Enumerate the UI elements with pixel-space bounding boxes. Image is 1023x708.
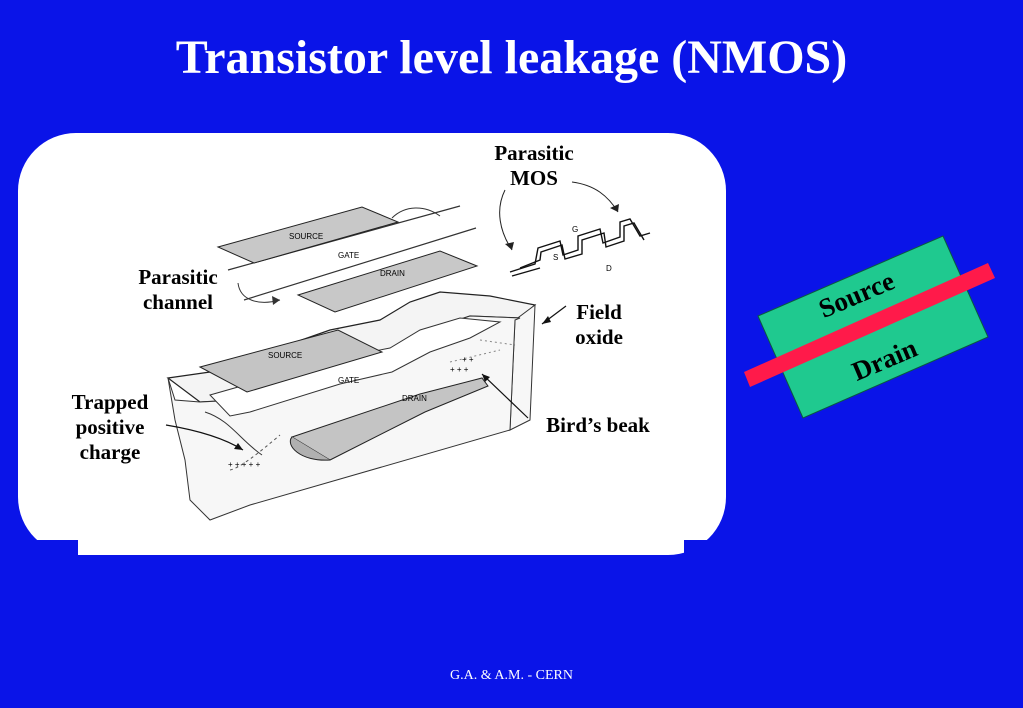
slide-footer: G.A. & A.M. - CERN <box>450 668 573 683</box>
gate-strip <box>744 263 995 387</box>
svg-text:+ + + + +: + + + + + <box>228 460 261 469</box>
parasitic-channel-label-2: channel <box>143 290 213 314</box>
top-source-label: SOURCE <box>289 232 323 241</box>
parasitic-mos-label-2: MOS <box>510 166 558 190</box>
mos-drain-letter: D <box>606 264 612 273</box>
cross-source-label: SOURCE <box>268 351 302 360</box>
panel-corner <box>18 540 78 558</box>
top-drain-region <box>296 250 479 313</box>
top-source-region <box>216 206 400 264</box>
mos-gate-letter: G <box>572 225 578 234</box>
top-gate-label: GATE <box>338 251 359 260</box>
panel-corner <box>684 540 744 558</box>
field-oxide-label-1: Field <box>576 300 622 324</box>
svg-text:+ + +: + + + <box>450 365 469 374</box>
cross-drain-label: DRAIN <box>402 394 427 403</box>
field-oxide-label-2: oxide <box>575 325 623 349</box>
top-drain-label: DRAIN <box>380 269 405 278</box>
cross-source-region <box>198 329 384 393</box>
parasitic-mos-symbol <box>509 218 651 277</box>
slide-title: Transistor level leakage (NMOS) <box>175 31 848 84</box>
trapped-charge-label-1: Trapped <box>72 390 149 414</box>
trapped-charge-label-2: positive <box>76 415 145 439</box>
cross-gate-label: GATE <box>338 376 359 385</box>
top-layout-view: SOURCE GATE DRAIN <box>216 205 479 313</box>
parasitic-mos-label-1: Parasitic <box>494 141 573 165</box>
source-drain-sketch: Source Drain <box>744 235 995 419</box>
trapped-charge-label-3: charge <box>80 440 141 464</box>
parasitic-channel-label-1: Parasitic <box>138 265 217 289</box>
mos-source-letter: S <box>553 253 558 262</box>
cross-section: + + + + + + + + + + <box>166 291 537 521</box>
svg-text:+ +: + + <box>462 355 474 364</box>
birds-beak-label: Bird’s beak <box>546 413 650 437</box>
